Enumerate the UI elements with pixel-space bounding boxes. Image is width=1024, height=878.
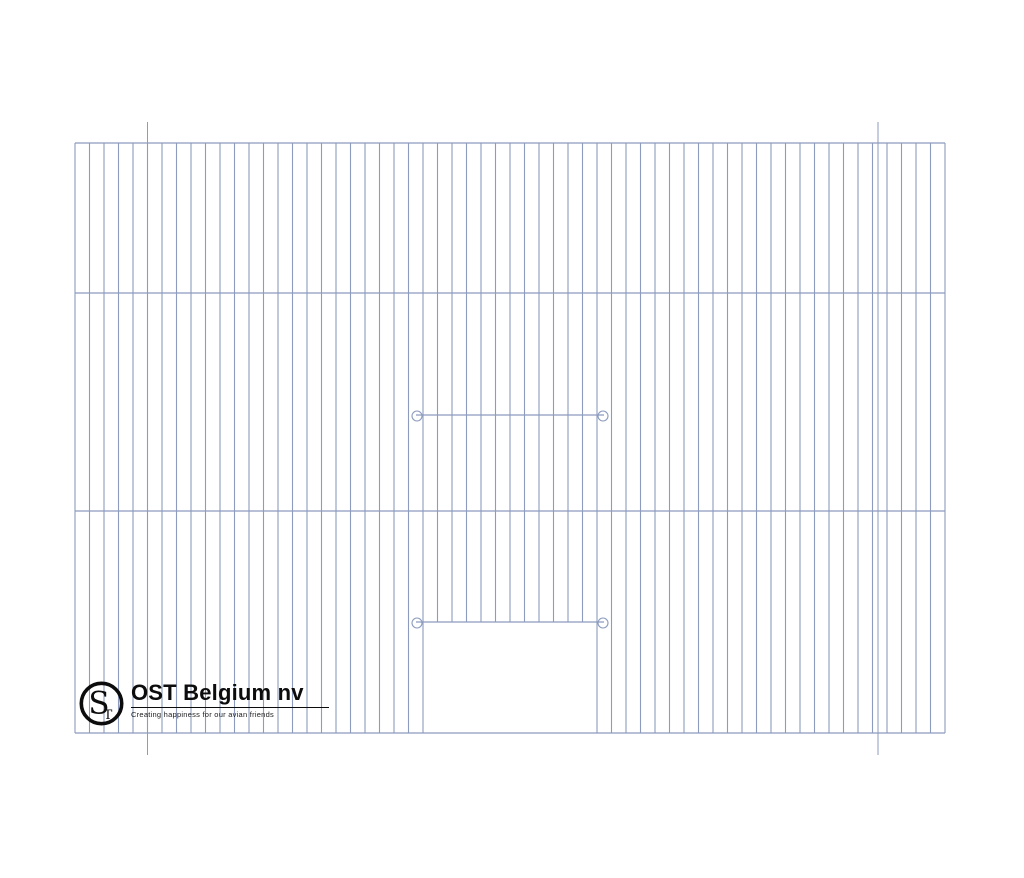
monogram-letter-s: S: [88, 686, 109, 722]
monogram-letter-t: T: [104, 708, 113, 723]
door-hook-loop-right: [597, 410, 609, 422]
ost-monogram-icon: S T: [79, 681, 124, 726]
door-hook-loop-left: [411, 410, 423, 422]
door-hook-loop-left: [411, 617, 423, 629]
brand-logo-block: S T OST Belgium nv Creating happiness fo…: [78, 680, 329, 727]
brand-rule: [131, 707, 329, 709]
door-hook-loop-right: [597, 617, 609, 629]
brand-tagline: Creating happiness for our avian friends: [131, 710, 274, 720]
monogram-ring: [79, 681, 124, 726]
brand-name: OST Belgium nv: [131, 680, 304, 705]
brand-text: OST Belgium nv Creating happiness for ou…: [131, 680, 329, 719]
